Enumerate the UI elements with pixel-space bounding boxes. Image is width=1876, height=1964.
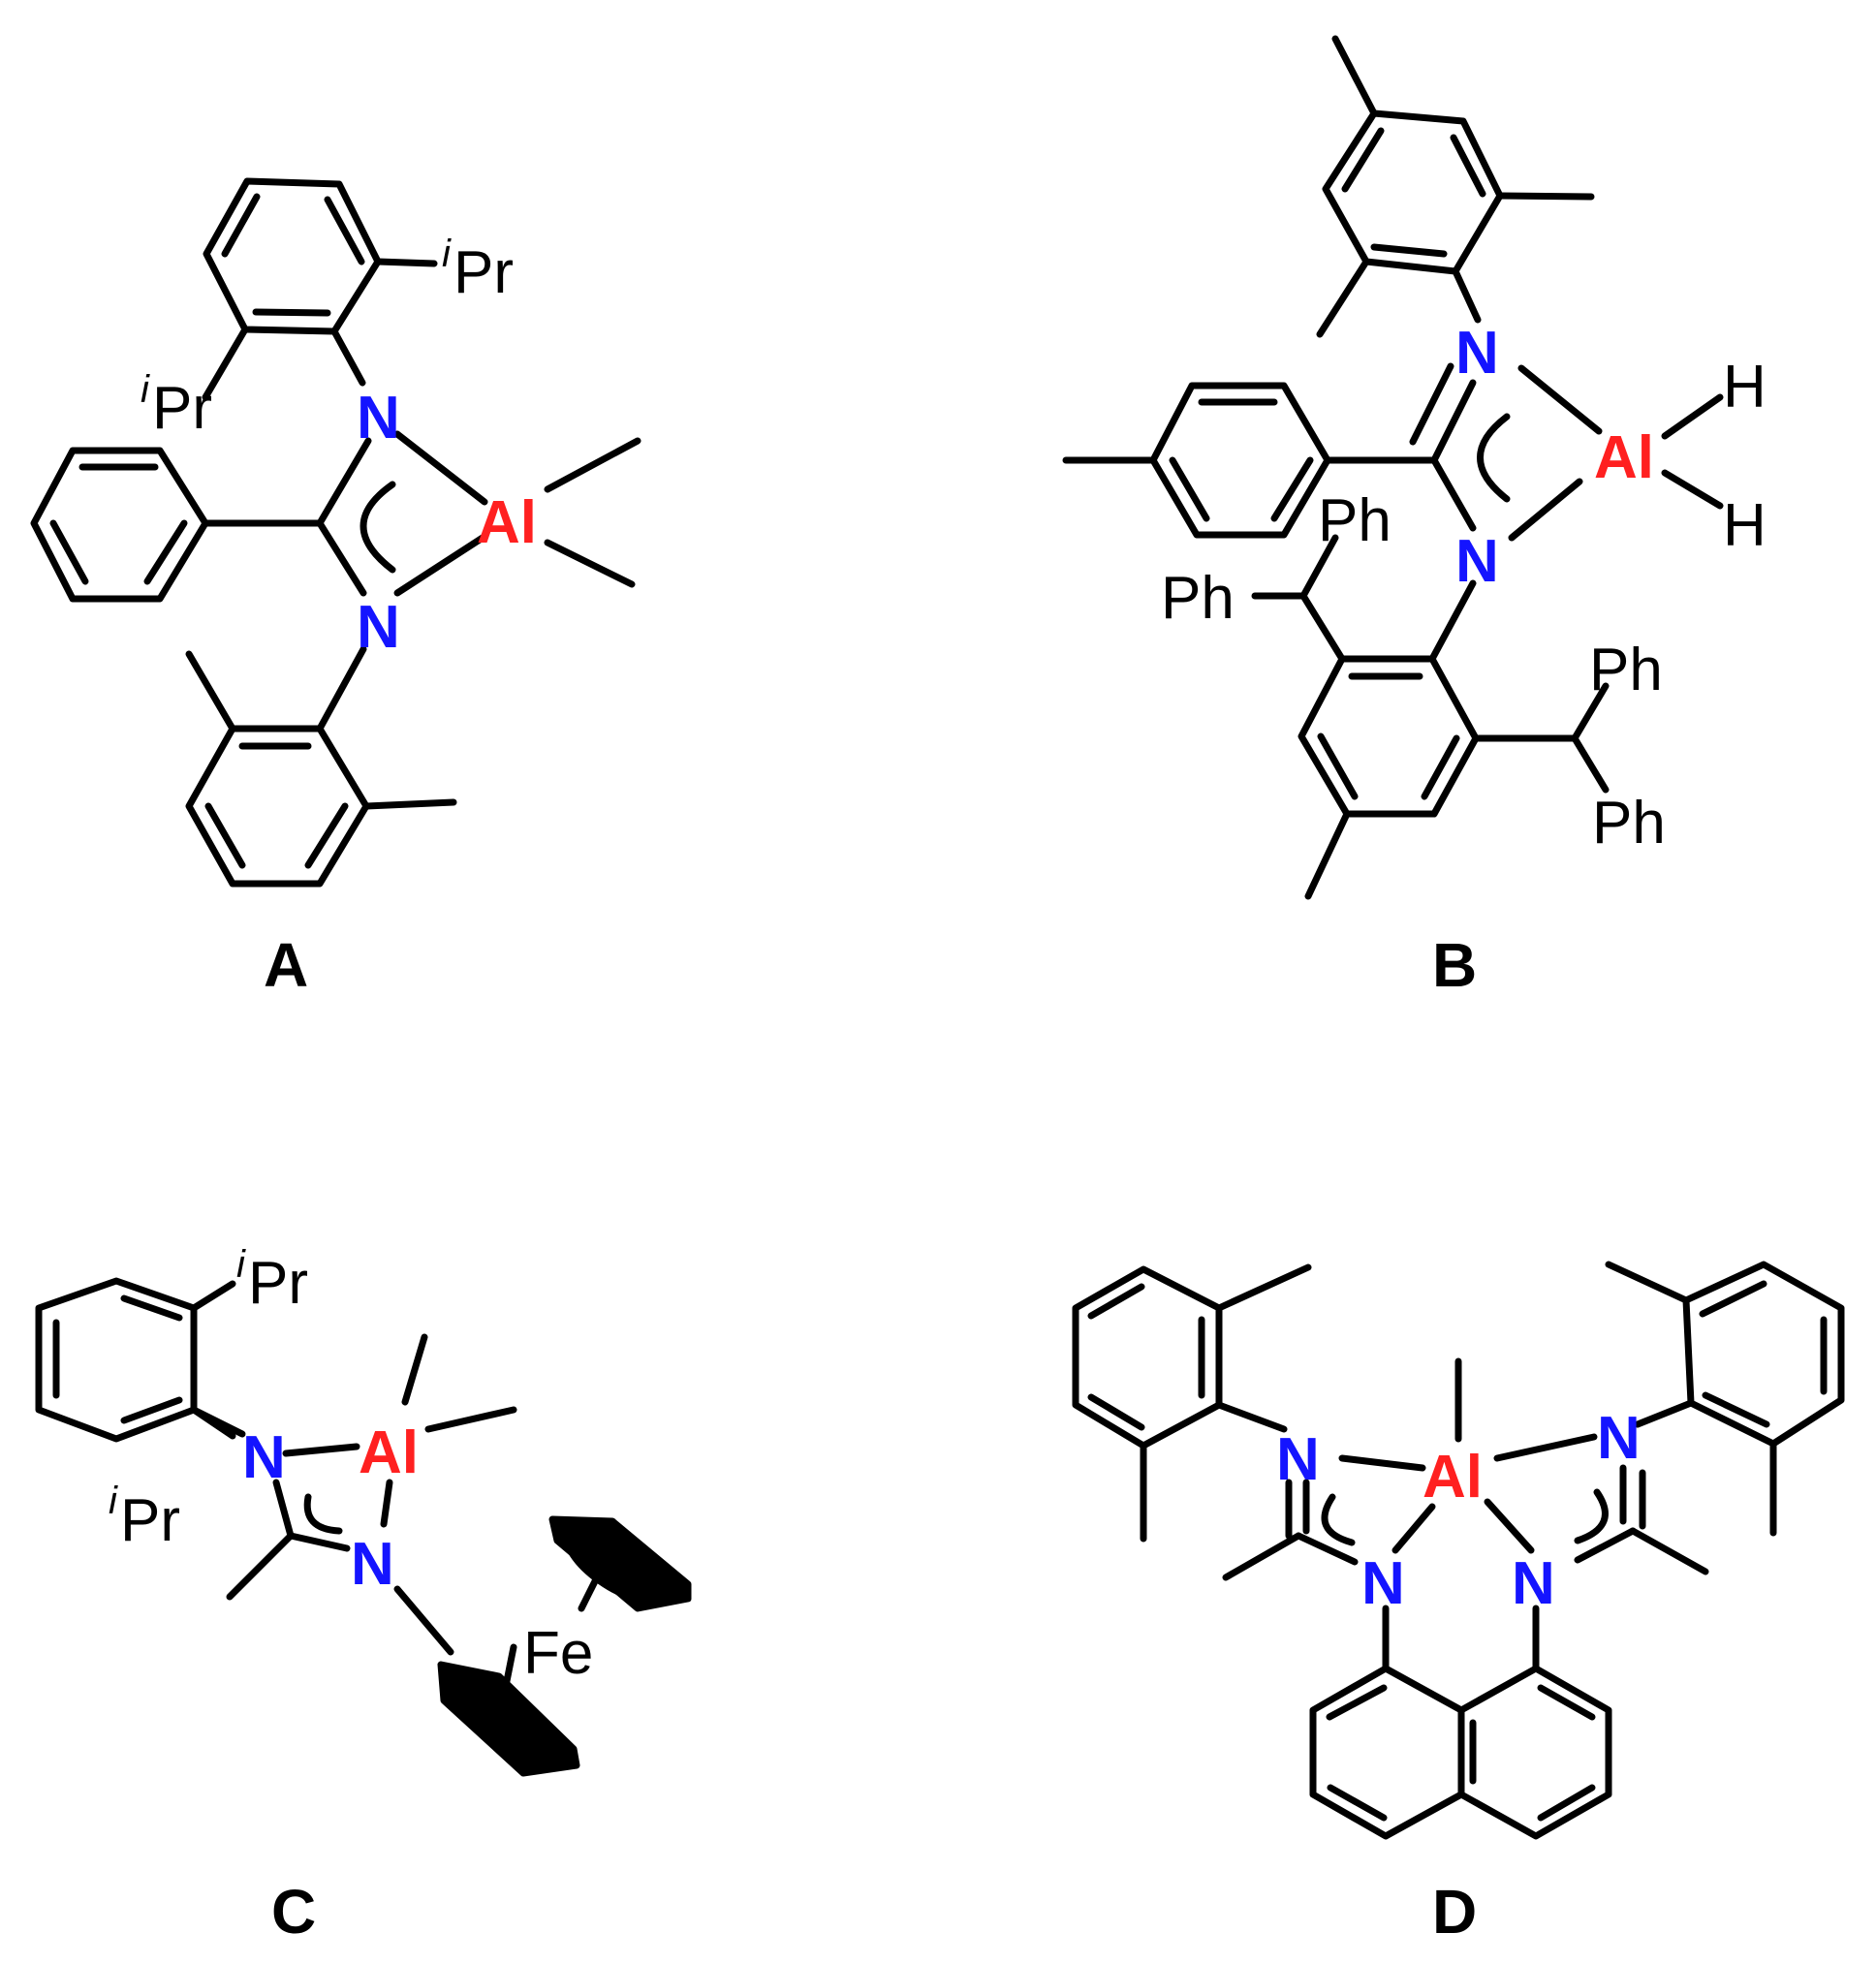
compound-d-label: D — [1432, 1877, 1477, 1947]
compound-b: N N Al H H Ph Ph Ph Ph B — [1062, 35, 1767, 1000]
compound-b-aluminium: Al — [1594, 424, 1654, 491]
compound-c-bonds — [35, 1277, 692, 1777]
compound-c-aluminium: Al — [359, 1419, 419, 1486]
compound-b-bonds — [1062, 35, 1724, 900]
compound-a-ipr-label-1: Pr — [453, 239, 514, 306]
compound-d-nitrogen-4: N — [1512, 1550, 1555, 1617]
compound-b-label: B — [1432, 930, 1477, 1000]
compound-c-nitrogen-2: N — [351, 1531, 394, 1598]
compound-b-phenyl-2: Ph — [1161, 565, 1235, 632]
compound-d-nitrogen-1: N — [1276, 1426, 1320, 1493]
compound-c-ipr-sup-1: i — [236, 1243, 246, 1286]
compound-d-nitrogen-2: N — [1361, 1550, 1405, 1617]
compound-a-nitrogen-2: N — [357, 594, 400, 661]
compound-d-aluminium: Al — [1423, 1444, 1483, 1511]
compound-a: i Pr i Pr N N Al A — [30, 177, 641, 1000]
compound-d-atoms: N N N N Al D — [1276, 1405, 1641, 1947]
compound-a-bonds — [30, 177, 641, 888]
compound-d: N N N N Al D — [1072, 1261, 1845, 1947]
compound-b-hydride-2: H — [1723, 492, 1767, 559]
compound-b-nitrogen-1: N — [1455, 320, 1499, 387]
compound-b-hydride-1: H — [1723, 354, 1767, 421]
compound-c-ipr-sup-2: i — [109, 1480, 118, 1522]
compound-c: i Pr i Pr N N Al Fe C — [35, 1243, 692, 1947]
compound-c-ipr-label-1: Pr — [248, 1250, 308, 1317]
compound-c-label: C — [271, 1877, 316, 1947]
compound-a-atoms: i Pr i Pr N N Al A — [141, 233, 537, 1000]
compound-a-ipr-sup-2: i — [141, 368, 150, 411]
compound-c-iron: Fe — [523, 1620, 593, 1687]
compound-b-atoms: N N Al H H Ph Ph Ph Ph B — [1161, 320, 1767, 1000]
compound-a-ipr-sup-1: i — [442, 233, 452, 275]
compound-a-ipr-label-2: Pr — [152, 375, 212, 442]
compound-d-nitrogen-3: N — [1597, 1405, 1641, 1472]
compound-b-phenyl-3: Ph — [1589, 637, 1663, 703]
compound-c-ipr-label-2: Pr — [120, 1487, 180, 1554]
compound-b-phenyl-4: Ph — [1592, 790, 1666, 857]
compound-b-nitrogen-2: N — [1455, 528, 1499, 595]
compound-a-aluminium: Al — [477, 489, 537, 556]
compound-c-nitrogen-1: N — [242, 1424, 286, 1491]
compound-d-bonds — [1072, 1261, 1845, 1840]
compound-c-atoms: i Pr i Pr N N Al Fe C — [109, 1243, 593, 1947]
compound-a-nitrogen-1: N — [357, 385, 400, 452]
compound-a-label: A — [264, 930, 308, 1000]
compound-b-phenyl-1: Ph — [1318, 487, 1391, 554]
